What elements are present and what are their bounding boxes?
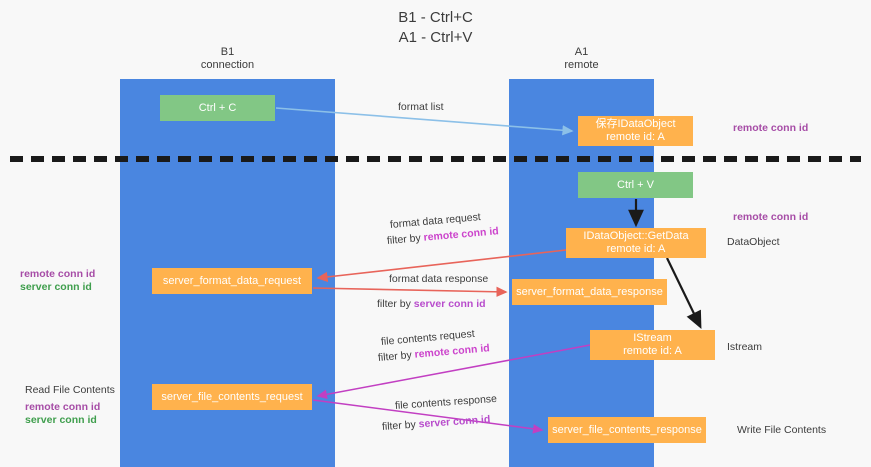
filter-prefix-2: filter by — [377, 298, 414, 310]
annotation-remote-conn-id-top: remote conn id — [733, 122, 809, 134]
annotation-istream: Istream — [727, 341, 763, 353]
annotation-dataobject: DataObject — [727, 236, 780, 248]
filter-key-server-1: server conn id — [413, 298, 486, 310]
edge-label-filter-by-server-conn-id-1: filter by server conn id — [377, 297, 486, 311]
filter-prefix-4: filter by — [381, 418, 420, 433]
annotation-left-server-conn-id-1: server conn id — [20, 281, 92, 293]
filter-prefix-1: filter by — [386, 231, 425, 247]
annotation-left-remote-conn-id-2: remote conn id — [25, 401, 101, 413]
phase-divider — [10, 156, 861, 162]
page-title: B1 - Ctrl+C A1 - Ctrl+V — [398, 9, 473, 46]
edge-getdata-istream — [666, 257, 702, 329]
edge-label-format-data-response: format data response — [389, 273, 489, 285]
lane-header-a1: A1 remote — [564, 46, 599, 71]
node-ctrl-v[interactable]: Ctrl + V — [578, 172, 693, 198]
node-idataobject-getdata[interactable]: IDataObject::GetData remote id: A — [566, 228, 706, 258]
annotation-remote-conn-id-mid: remote conn id — [733, 211, 809, 223]
filter-prefix-3: filter by — [377, 348, 416, 364]
node-server-format-data-response[interactable]: server_format_data_response — [512, 279, 667, 305]
edge-label-format-list: format list — [398, 101, 444, 113]
lane-header-b1: B1 connection — [200, 46, 255, 71]
annotation-left-server-conn-id-2: server conn id — [25, 414, 97, 426]
annotation-left-remote-conn-id-1: remote conn id — [20, 268, 96, 280]
edge-format-data-response — [312, 286, 508, 297]
node-istream[interactable]: IStream remote id: A — [590, 330, 715, 360]
edge-label-filter-by-server-conn-id-2: filter by server conn id — [382, 412, 491, 434]
node-server-format-data-request[interactable]: server_format_data_request — [152, 268, 312, 294]
node-save-idataobject[interactable]: 保存IDataObject remote id: A — [578, 116, 693, 146]
node-server-file-contents-request[interactable]: server_file_contents_request — [152, 384, 312, 410]
annotation-write-file-contents: Write File Contents — [737, 424, 827, 436]
node-ctrl-c[interactable]: Ctrl + C — [160, 95, 275, 121]
annotation-read-file-contents: Read File Contents — [25, 384, 115, 396]
node-server-file-contents-response[interactable]: server_file_contents_response — [548, 417, 706, 443]
filter-key-server-2: server conn id — [418, 413, 491, 431]
edge-label-file-contents-response: file contents response — [394, 392, 498, 412]
